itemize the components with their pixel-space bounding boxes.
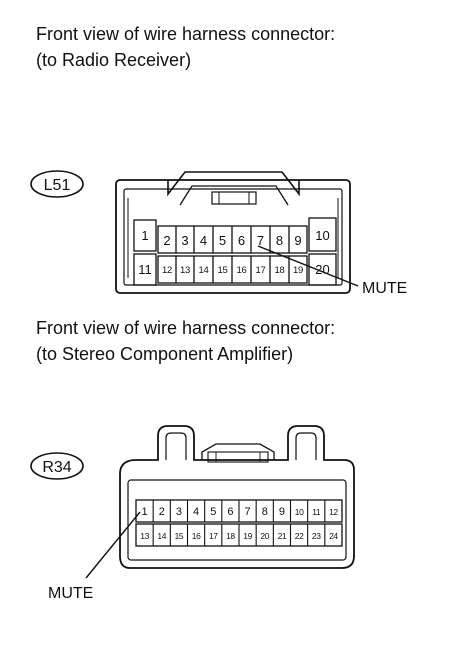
connector2-pin-21: 21 (278, 531, 287, 541)
connector1-pin-3: 3 (181, 233, 188, 248)
connector1-pin-13: 13 (180, 265, 190, 276)
connector1-callout-label: MUTE (362, 280, 407, 297)
connector1-pin-16: 16 (237, 265, 247, 276)
connector2-pin-16: 16 (192, 531, 201, 541)
connector1-pin-5: 5 (219, 233, 226, 248)
connector2-caption-line1: Front view of wire harness connector: (36, 318, 335, 338)
connector2-caption-line2: (to Stereo Component Amplifier) (36, 344, 293, 364)
connector2-pin-7: 7 (245, 506, 251, 518)
connector1-caption-line2: (to Radio Receiver) (36, 50, 191, 70)
connector1-pin-18: 18 (275, 265, 285, 276)
connector2-pin-13: 13 (140, 531, 149, 541)
connector2-callout-leader (85, 511, 141, 579)
connector2-pin-8: 8 (262, 506, 268, 518)
connector2-pin-1: 1 (142, 506, 148, 518)
connector2-pin-9: 9 (279, 506, 285, 518)
connector2-pin-12: 12 (329, 507, 338, 517)
connector2-pin-18: 18 (226, 531, 235, 541)
connector1-pin-14: 14 (199, 265, 209, 276)
connector2-pin-24: 24 (329, 531, 338, 541)
connector2-pin-15: 15 (175, 531, 184, 541)
connector2-pin-5: 5 (210, 506, 216, 518)
connector2-pin-4: 4 (193, 506, 199, 518)
connector2-pin-19: 19 (243, 531, 252, 541)
connector2-pin-6: 6 (227, 506, 233, 518)
connector2-pin-23: 23 (312, 531, 321, 541)
connector2-code: R34 (42, 459, 71, 476)
connector1-callout-leader (257, 245, 359, 287)
connector2-housing (119, 425, 355, 569)
connector2-pin-14: 14 (157, 531, 166, 541)
connector2-pin-20: 20 (260, 531, 269, 541)
connector2-pin-22: 22 (295, 531, 304, 541)
connector2-code-badge: R34 (30, 452, 84, 480)
connector1-code: L51 (44, 177, 71, 194)
connector1-pin-grid (133, 217, 337, 286)
connector1-pin-11: 11 (138, 262, 152, 277)
connector1-pin-9: 9 (294, 233, 301, 248)
connector1-code-badge: L51 (30, 170, 84, 198)
connector1-pin-12: 12 (162, 265, 172, 276)
connector1-pin-2: 2 (163, 233, 170, 248)
connector2-pin-17: 17 (209, 531, 218, 541)
connector2-pin-11: 11 (312, 507, 321, 517)
connector2-pin-10: 10 (295, 507, 304, 517)
connector1-pin-6: 6 (238, 233, 245, 248)
connector2-pin-3: 3 (176, 506, 182, 518)
connector1-caption-line1: Front view of wire harness connector: (36, 24, 335, 44)
connector1-housing (115, 171, 351, 294)
connector1-pin-17: 17 (256, 265, 266, 276)
connector1-pin-19: 19 (293, 265, 303, 276)
connector1-pin-15: 15 (218, 265, 228, 276)
connector2-callout-label: MUTE (48, 585, 93, 602)
connector1-pin-8: 8 (276, 233, 283, 248)
connector1-pin-7: 7 (257, 233, 264, 248)
connector1-pin-1: 1 (141, 228, 148, 243)
connector2-pin-dividers (152, 500, 326, 546)
connector1-pin-10: 10 (315, 228, 329, 243)
connector1-pin-4: 4 (200, 233, 207, 248)
connector2-pin-2: 2 (159, 506, 165, 518)
